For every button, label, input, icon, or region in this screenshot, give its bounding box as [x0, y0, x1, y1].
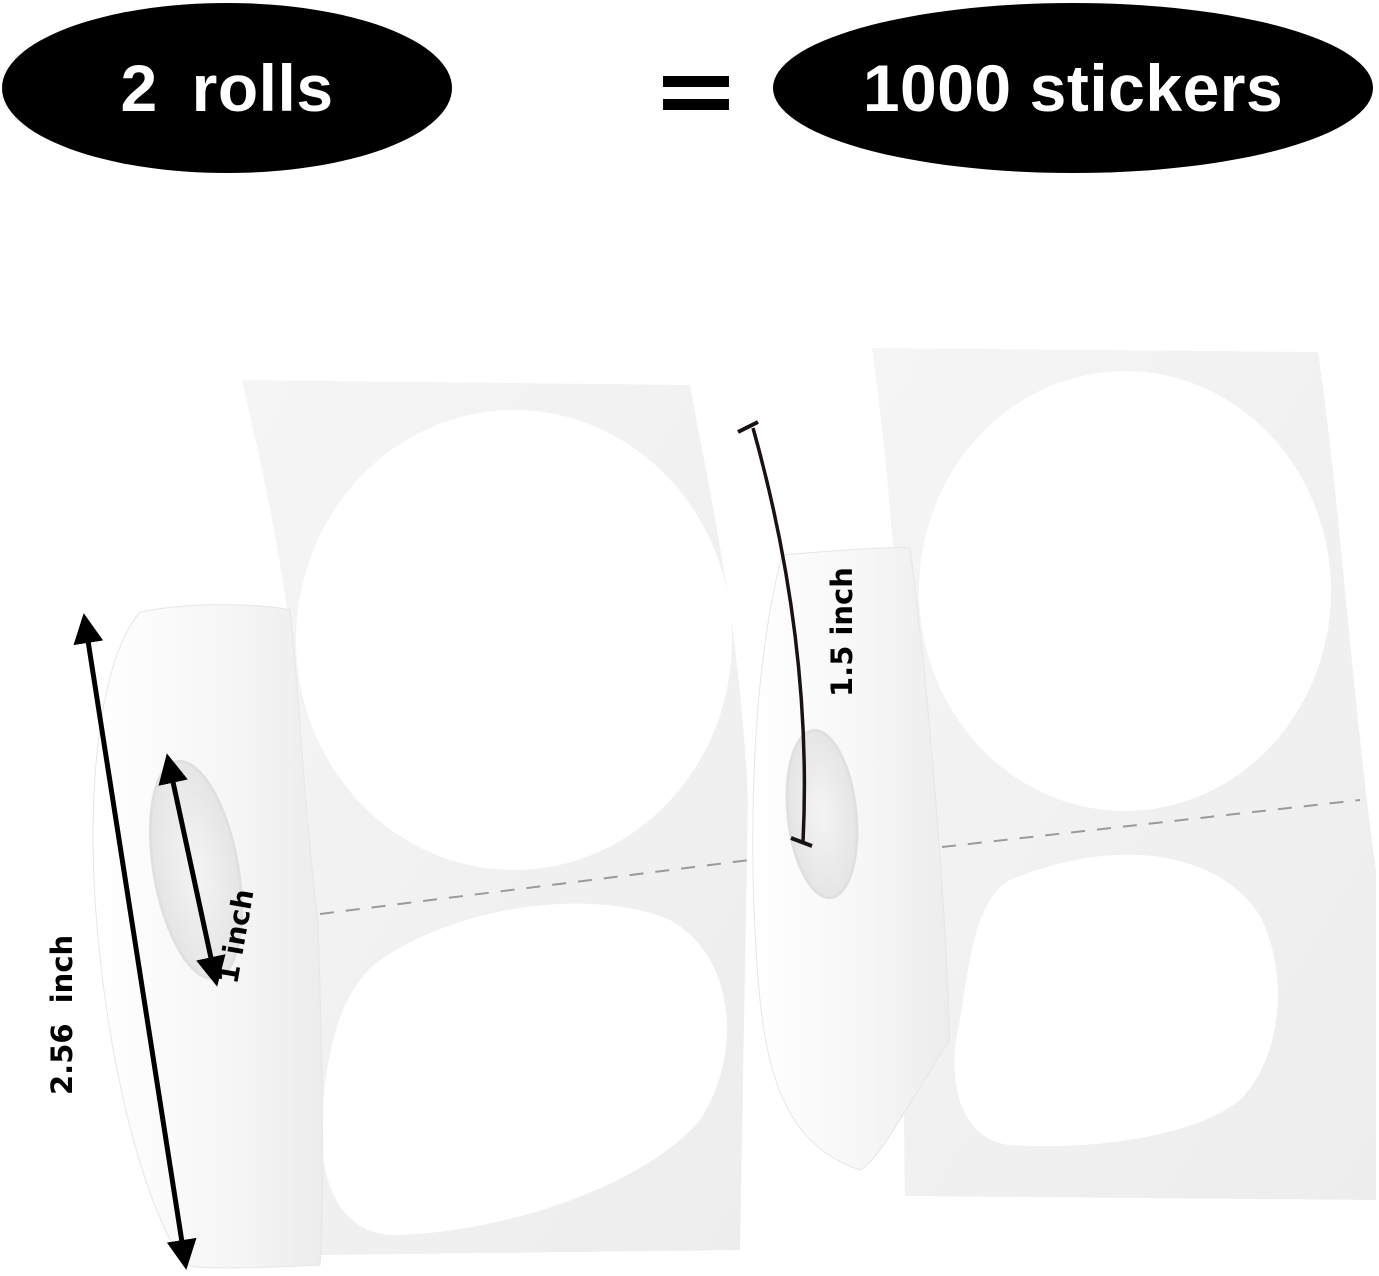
outer-diameter-label: 2.56 inch: [45, 935, 79, 1095]
roll-2-upper-label: [919, 371, 1331, 811]
outer-diameter-arrow-icon: [73, 613, 197, 1270]
label-diameter-annotation: 1.5 inch: [737, 420, 859, 848]
roll-2-perforation: [941, 799, 1361, 848]
equals-sign-icon: [663, 72, 729, 112]
label-diameter-bracket-icon: [751, 427, 807, 843]
roll-2-lower-label: [954, 854, 1278, 1147]
roll-1: [92, 380, 751, 1269]
stickers-count-badge: 1000 stickers: [773, 3, 1373, 173]
label-diameter-label: 1.5 inch: [825, 567, 859, 697]
roll-1-perforation: [319, 859, 751, 915]
stickers-unit: stickers: [1029, 51, 1284, 125]
rolls-unit: rolls: [191, 51, 334, 125]
outer-diameter-annotation: 2.56 inch: [45, 613, 197, 1270]
rolls-count-badge: 2 rolls: [2, 3, 452, 173]
rolls-count: 2: [120, 51, 158, 125]
stickers-count: 1000: [862, 51, 1012, 125]
roll-1-upper-label: [296, 410, 732, 870]
roll-2: [752, 348, 1376, 1200]
roll-1-lower-label: [321, 903, 728, 1236]
core-diameter-arrow-icon: [158, 753, 226, 987]
